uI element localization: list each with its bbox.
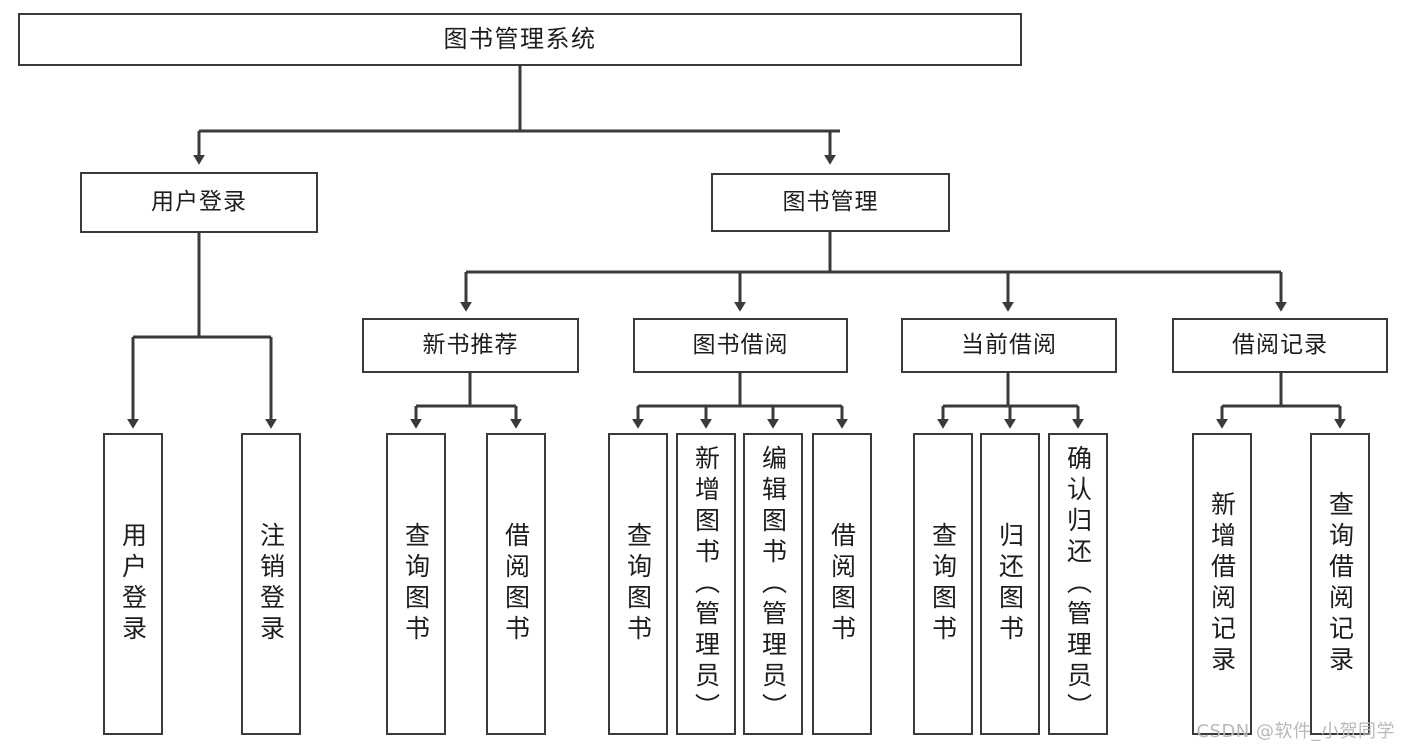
node-label: 新书推荐 xyxy=(422,332,519,359)
node-leaf-add-book-admin[interactable]: 新增图书（管理员） xyxy=(676,433,736,735)
node-label: 图书借阅 xyxy=(692,332,789,359)
node-user-login[interactable]: 用户登录 xyxy=(80,172,318,233)
node-leaf-query-book-current[interactable]: 查询图书 xyxy=(913,433,973,735)
node-leaf-user-login[interactable]: 用户登录 xyxy=(103,433,163,735)
node-label: 查询图书 xyxy=(401,522,431,646)
node-label: 归还图书 xyxy=(995,522,1025,646)
node-label: 查询图书 xyxy=(623,522,653,646)
node-label: 查询图书 xyxy=(928,522,958,646)
node-borrow-record[interactable]: 借阅记录 xyxy=(1172,318,1388,373)
node-new-book-recommend[interactable]: 新书推荐 xyxy=(362,318,579,373)
node-label: 用户登录 xyxy=(118,522,148,646)
node-leaf-logout-login[interactable]: 注销登录 xyxy=(241,433,301,735)
node-label: 确认归还（管理员） xyxy=(1063,444,1093,724)
node-label: 图书管理 xyxy=(782,189,879,216)
node-label: 编辑图书（管理员） xyxy=(758,444,788,724)
node-label: 新增借阅记录 xyxy=(1207,491,1237,677)
node-current-borrow[interactable]: 当前借阅 xyxy=(901,318,1117,373)
node-leaf-add-borrow-record[interactable]: 新增借阅记录 xyxy=(1192,433,1252,735)
node-book-management[interactable]: 图书管理 xyxy=(711,173,950,232)
node-label: 图书管理系统 xyxy=(443,24,597,53)
node-leaf-query-borrow-record[interactable]: 查询借阅记录 xyxy=(1310,433,1370,735)
node-label: 借阅记录 xyxy=(1232,332,1328,359)
node-label: 注销登录 xyxy=(256,522,286,646)
node-root-book-management-system[interactable]: 图书管理系统 xyxy=(18,13,1022,66)
node-leaf-borrow-book-recommend[interactable]: 借阅图书 xyxy=(486,433,546,735)
node-book-borrow[interactable]: 图书借阅 xyxy=(633,318,848,373)
node-label: 借阅图书 xyxy=(827,522,857,646)
node-leaf-return-book[interactable]: 归还图书 xyxy=(980,433,1040,735)
node-label: 借阅图书 xyxy=(501,522,531,646)
node-leaf-query-book-borrow[interactable]: 查询图书 xyxy=(608,433,668,735)
node-leaf-borrow-book[interactable]: 借阅图书 xyxy=(812,433,872,735)
node-label: 用户登录 xyxy=(151,189,247,216)
node-leaf-edit-book-admin[interactable]: 编辑图书（管理员） xyxy=(743,433,803,735)
node-leaf-query-book-recommend[interactable]: 查询图书 xyxy=(386,433,446,735)
node-label: 新增图书（管理员） xyxy=(691,444,721,724)
node-leaf-confirm-return-admin[interactable]: 确认归还（管理员） xyxy=(1048,433,1108,735)
node-label: 当前借阅 xyxy=(961,332,1057,359)
node-label: 查询借阅记录 xyxy=(1325,491,1355,677)
